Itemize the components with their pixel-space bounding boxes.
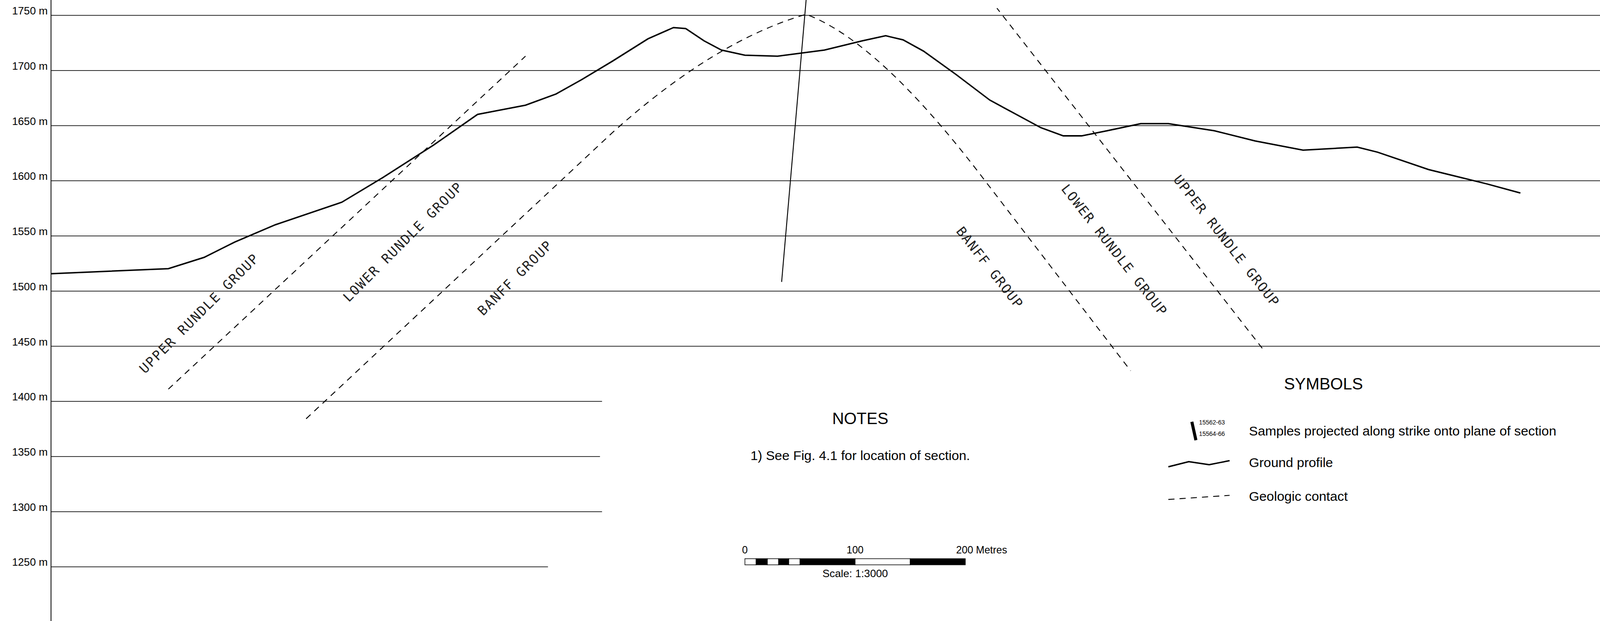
elevation-label: 1700 m	[11, 60, 48, 73]
geologic-contacts	[168, 8, 1263, 419]
sample-number: 15564-66	[1199, 430, 1225, 437]
elevation-label: 1300 m	[11, 501, 48, 514]
formation-label: LOWER RUNDLE GROUP	[1058, 181, 1171, 319]
scale-number: 100	[846, 544, 864, 556]
notes-heading: NOTES	[832, 409, 889, 428]
legend-text: Ground profile	[1248, 454, 1334, 470]
elevation-label: 1500 m	[11, 280, 48, 293]
legend-text: Geologic contact	[1248, 488, 1348, 504]
elevation-label: 1650 m	[11, 115, 48, 128]
elevation-label: 1400 m	[11, 390, 48, 403]
elevation-label: 1350 m	[11, 446, 48, 458]
legend-text: Samples projected along strike onto plan…	[1248, 423, 1557, 438]
formation-label: UPPER RUNDLE GROUP	[1170, 172, 1283, 310]
sample-number: 15562-63	[1199, 418, 1225, 426]
elevation-label: 1750 m	[11, 5, 48, 18]
note-text: 1) See Fig. 4.1 for location of section.	[750, 447, 970, 463]
elevation-label: 1550 m	[11, 225, 48, 238]
elevation-label: 1250 m	[11, 556, 48, 568]
formation-label: BANFF GROUP	[953, 223, 1027, 312]
formation-label: LOWER RUNDLE GROUP	[340, 179, 466, 305]
fault-line	[781, 0, 807, 282]
scale-bar	[745, 558, 966, 565]
scale-number: 200 Metres	[956, 544, 1008, 556]
elevation-label: 1600 m	[11, 170, 48, 183]
legend-samples	[1168, 421, 1230, 500]
scale-caption: Scale: 1:3000	[822, 567, 888, 580]
symbols-heading: SYMBOLS	[1284, 374, 1363, 393]
scale-number: 0	[741, 544, 748, 556]
elevation-gridlines	[50, 0, 1600, 621]
elevation-label: 1450 m	[11, 336, 48, 348]
